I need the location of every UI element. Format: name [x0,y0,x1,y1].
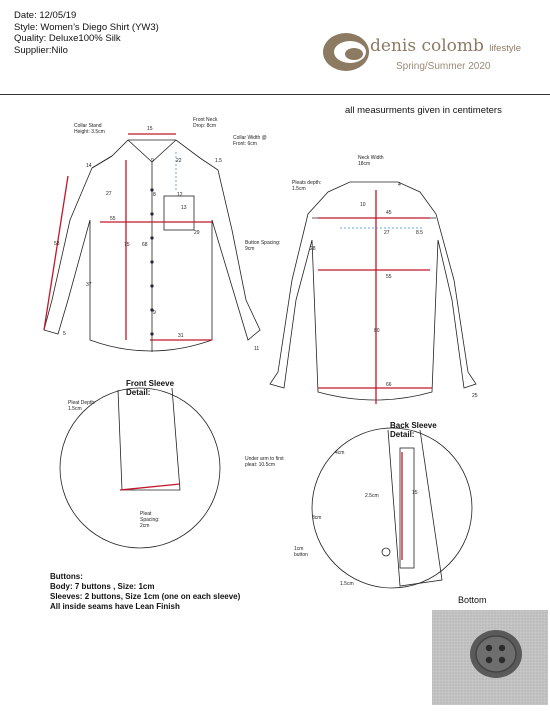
dim-25: 25 [472,393,478,399]
buttons-body: Body: 7 buttons , Size: 1cm [50,582,155,591]
dim-80: 80 [374,328,380,334]
brand-swirl-icon [323,33,369,71]
back-sleeve-3cm: 3cm [312,515,322,521]
dim-37: 37 [86,282,92,288]
supplier-text: Supplier:Nilo [14,44,68,56]
buttons-seams: All inside seams have Lean Finish [50,602,180,611]
dim-22: 22 [176,158,182,164]
quality-text: Quality: Deluxe100% Silk [14,33,121,44]
collar-stand-label: Collar Stand Height: 3.5cm [74,123,105,135]
back-sleeve-4cm: 4cm [335,450,345,456]
dim-55b: 55 [386,274,392,280]
dim-8: 8 [153,192,156,198]
dim-29: 29 [194,230,200,236]
dim-28: 28 [310,246,316,252]
button-photo [432,610,548,705]
back-sleeve-1-5cm: 1.5cm [340,581,354,587]
back-shirt-drawing [269,181,477,401]
dim-55: 55 [110,216,116,222]
collar-width-label: Collar Width @ Front: 6cm [233,135,267,147]
date-text: Date: 12/05/19 [14,10,77,21]
dim-66: 66 [386,382,392,388]
buttons-sleeves: Sleeves: 2 buttons, Size 1cm (one on eac… [50,592,241,601]
header-divider [0,94,550,95]
dim-9b: 9 [153,310,156,316]
front-shirt-drawing [43,139,261,352]
front-neck-label: Front Neck Drop: 8cm [193,117,218,129]
brand-season: Spring/Summer 2020 [396,61,491,72]
buttons-notes: Buttons: Body: 7 buttons , Size: 1cm Sle… [50,572,240,612]
dim-12: 12 [177,192,183,198]
pleats-depth-label: Pleats depth: 1.5cm [292,180,322,192]
back-sleeve-detail-circle [311,427,473,589]
back-sleeve-15: 15 [412,490,418,496]
back-sleeve-2-5cm: 2.5cm [365,493,379,499]
dim-27b: 27 [384,230,390,236]
dim-11: 11 [254,346,260,352]
front-sleeve-title: Front Sleeve Detail: [126,379,175,397]
back-sleeve-1cm-button: 1cm button [294,546,308,558]
back-sleeve-title: Back Sleeve Detail: [390,421,437,439]
bottom-photo-label: Bottom [458,595,487,605]
dim-15: 15 [147,126,153,132]
style-text: Style: Women’s Diego Shirt (YW3) [14,21,159,33]
dim-75: 75 [124,242,130,248]
buttons-heading: Buttons: [50,572,83,581]
dim-27: 27 [106,191,112,197]
dim-1-5: 1.5 [215,158,222,164]
dim-9: 9 [151,158,154,164]
dim-14: 14 [86,163,92,169]
front-sleeve-detail-circle [59,387,221,549]
dim-10: 10 [360,202,366,208]
dim-4: 4 [398,182,401,188]
dim-31: 31 [178,333,184,339]
dim-45: 45 [386,210,392,216]
pleat-depth-label: Pleat Depth: 1.5cm [68,400,96,412]
dim-5: 5 [63,331,66,337]
under-arm-label: Under arm to first pleat: 10.5cm [245,456,284,468]
dim-8-5: 8.5 [416,230,423,236]
dim-53: 53 [54,241,60,247]
units-note: all measurments given in centimeters [345,105,502,116]
neck-width-label: Neck Width 18cm [358,155,384,167]
brand-name: denis colomb lifestyle [370,36,521,56]
button-icon [470,630,522,678]
dim-68: 68 [142,242,148,248]
button-spacing-label: Button Spacing: 9cm [245,240,281,252]
dim-13: 13 [181,205,187,211]
brand-logo: denis colomb lifestyle Spring/Summer 202… [322,26,532,86]
spec-header: Date: 12/05/19 Style: Women’s Diego Shir… [14,10,159,56]
pleat-spacing-label: Pleat Spacing: 2cm [140,511,160,529]
